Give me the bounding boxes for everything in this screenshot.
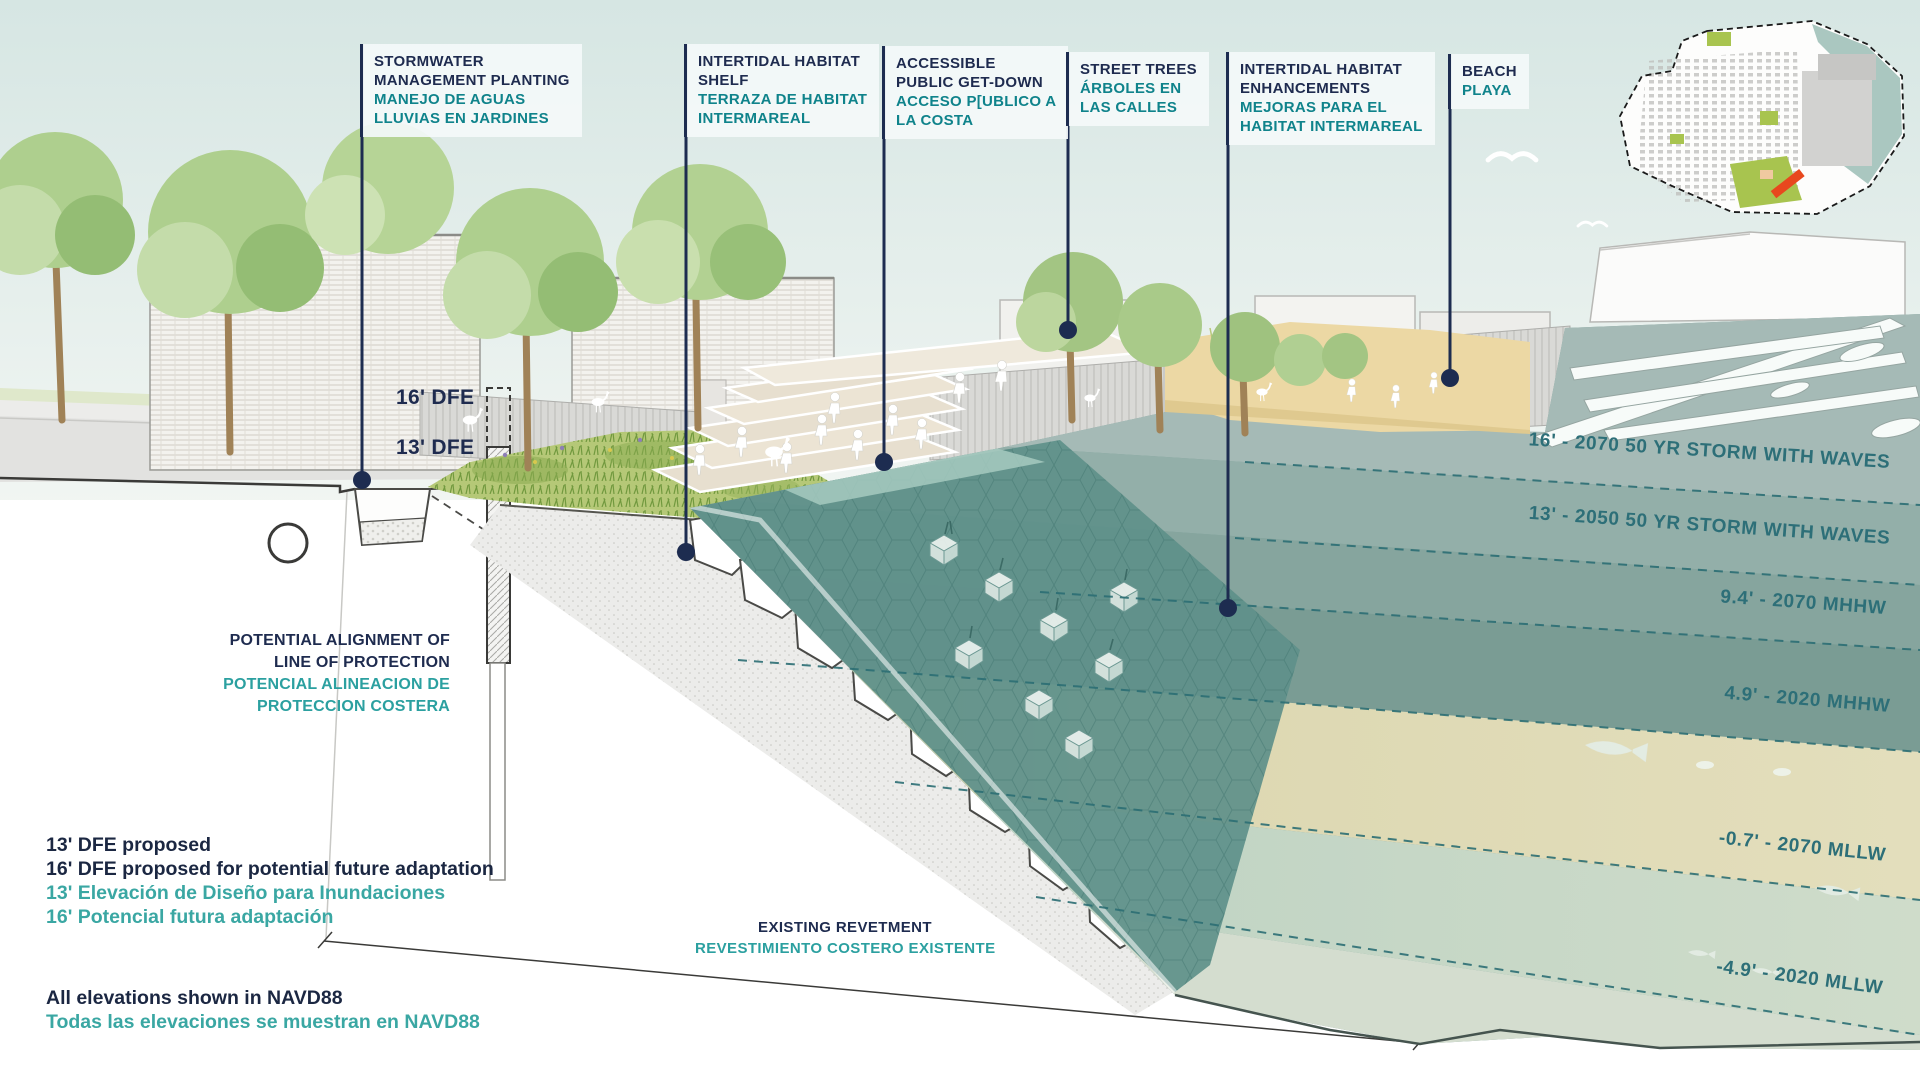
- utility-pipe: [267, 522, 309, 564]
- tidal-datum-lines: [737, 461, 1920, 1036]
- callout-en-line: BEACH: [1462, 63, 1517, 80]
- callout-en-line: STREET TREES: [1080, 61, 1197, 78]
- map-industrial-block: [1802, 71, 1872, 166]
- callout-en-line: MANAGEMENT PLANTING: [374, 72, 570, 89]
- legend-line: 13' DFE proposed: [46, 834, 211, 856]
- callout-es-line: PLAYA: [1462, 82, 1512, 99]
- map-inset: [1619, 20, 1905, 215]
- cross-section-underground: [0, 387, 513, 939]
- callout-en-line: INTERTIDAL HABITAT: [698, 53, 861, 70]
- callout-es-line: LAS CALLES: [1080, 99, 1178, 116]
- callout-es-line: TERRAZA DE HABITAT: [698, 91, 868, 108]
- callout-es-line: LA COSTA: [896, 112, 974, 129]
- callout-es-line: ACCESO P[UBLICO A: [896, 93, 1057, 110]
- callout-public-get-down: ACCESSIBLE PUBLIC GET-DOWN ACCESO P[UBLI…: [882, 46, 1069, 139]
- callout-stormwater-planting: STORMWATER MANAGEMENT PLANTING MANEJO DE…: [360, 44, 582, 137]
- callout-es-line: MEJORAS PARA EL: [1240, 99, 1388, 116]
- trees: [0, 122, 1368, 472]
- callout-es-line: LLUVIAS EN JARDINES: [374, 110, 549, 127]
- section-location-marker: [1770, 168, 1805, 199]
- line-of-protection-note: POTENTIAL ALIGNMENT OF LINE OF PROTECTIO…: [223, 630, 450, 718]
- callout-dots: [353, 321, 1459, 617]
- datum-es: Todas las elevaciones se muestran en NAV…: [46, 1011, 480, 1033]
- callout-es-line: MANEJO DE AGUAS: [374, 91, 526, 108]
- dfe-13-marker: 13' DFE: [396, 436, 475, 459]
- revetment-es: REVESTIMIENTO COSTERO EXISTENTE: [695, 940, 996, 957]
- callout-beach: BEACH PLAYA: [1448, 54, 1529, 109]
- protection-en-line: LINE OF PROTECTION: [273, 654, 450, 671]
- protection-en-line: POTENTIAL ALIGNMENT OF: [229, 632, 450, 649]
- callout-en-line: ENHANCEMENTS: [1240, 80, 1371, 97]
- legend-line: 16' DFE proposed for potential future ad…: [46, 858, 494, 880]
- callout-en-line: SHELF: [698, 72, 749, 89]
- callout-street-trees: STREET TREES ÁRBOLES EN LAS CALLES: [1066, 52, 1209, 126]
- callout-habitat-enhancements: INTERTIDAL HABITAT ENHANCEMENTS MEJORAS …: [1226, 52, 1435, 145]
- legend-line: 16' Potencial futura adaptación: [46, 906, 334, 928]
- callout-en-line: ACCESSIBLE: [896, 55, 996, 72]
- callout-es-line: ÁRBOLES EN: [1080, 80, 1182, 97]
- callout-en-line: PUBLIC GET-DOWN: [896, 74, 1043, 91]
- datum-note: All elevations shown in NAVD88 Todas las…: [46, 986, 480, 1034]
- legend-line: 13' Elevación de Diseño para Inundacione…: [46, 882, 446, 904]
- dfe-16-marker: 16' DFE: [396, 386, 475, 409]
- callout-es-line: HABITAT INTERMAREAL: [1240, 118, 1423, 135]
- map-green-spaces: [1670, 32, 1802, 208]
- fish-silhouettes: [1583, 735, 1861, 978]
- map-boundary: [1619, 20, 1905, 215]
- marina-docks: [1533, 317, 1920, 448]
- protection-es-line: POTENCIAL ALINEACION DE: [223, 676, 450, 693]
- datum-en: All elevations shown in NAVD88: [46, 987, 343, 1009]
- callout-es-line: INTERMAREAL: [698, 110, 811, 127]
- sheet-pile: [489, 662, 506, 881]
- dfe-legend: 13' DFE proposed 16' DFE proposed for po…: [46, 833, 494, 929]
- protection-es-line: PROTECCION COSTERA: [257, 698, 450, 715]
- callout-intertidal-shelf: INTERTIDAL HABITAT SHELF TERRAZA DE HABI…: [684, 44, 880, 137]
- callout-en-line: STORMWATER: [374, 53, 484, 70]
- callout-en-line: INTERTIDAL HABITAT: [1240, 61, 1403, 78]
- revetment-en: EXISTING REVETMENT: [758, 919, 932, 936]
- existing-revetment-note: EXISTING REVETMENT REVESTIMIENTO COSTERO…: [695, 917, 995, 959]
